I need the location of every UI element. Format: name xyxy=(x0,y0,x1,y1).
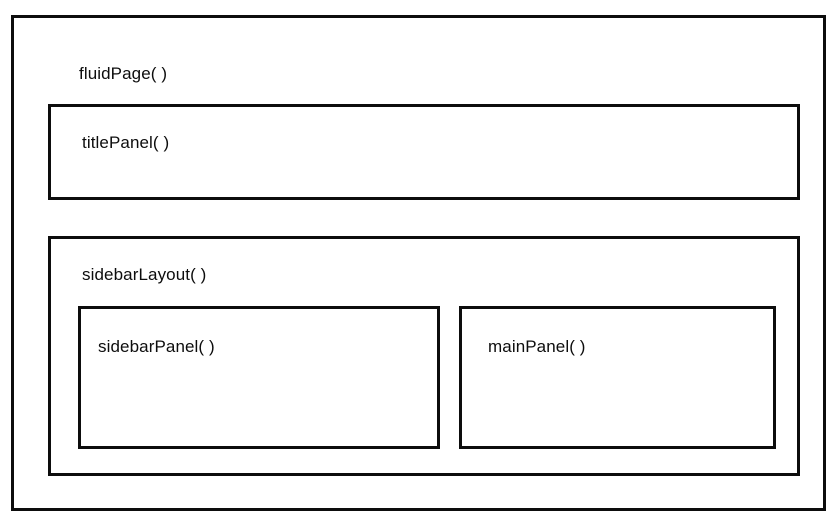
title-panel-box[interactable]: titlePanel( ) xyxy=(48,104,800,200)
fluid-page-box[interactable]: fluidPage( ) titlePanel( ) sidebarLayout… xyxy=(11,15,826,511)
sidebar-panel-label: sidebarPanel( ) xyxy=(98,337,215,356)
fluid-page-label: fluidPage( ) xyxy=(79,64,168,83)
sidebar-panel-box[interactable]: sidebarPanel( ) xyxy=(78,306,440,449)
sidebar-layout-label: sidebarLayout( ) xyxy=(82,265,207,284)
main-panel-label: mainPanel( ) xyxy=(488,337,586,356)
main-panel-box[interactable]: mainPanel( ) xyxy=(459,306,776,449)
sidebar-layout-box[interactable]: sidebarLayout( ) sidebarPanel( ) mainPan… xyxy=(48,236,800,476)
title-panel-label: titlePanel( ) xyxy=(82,133,170,152)
